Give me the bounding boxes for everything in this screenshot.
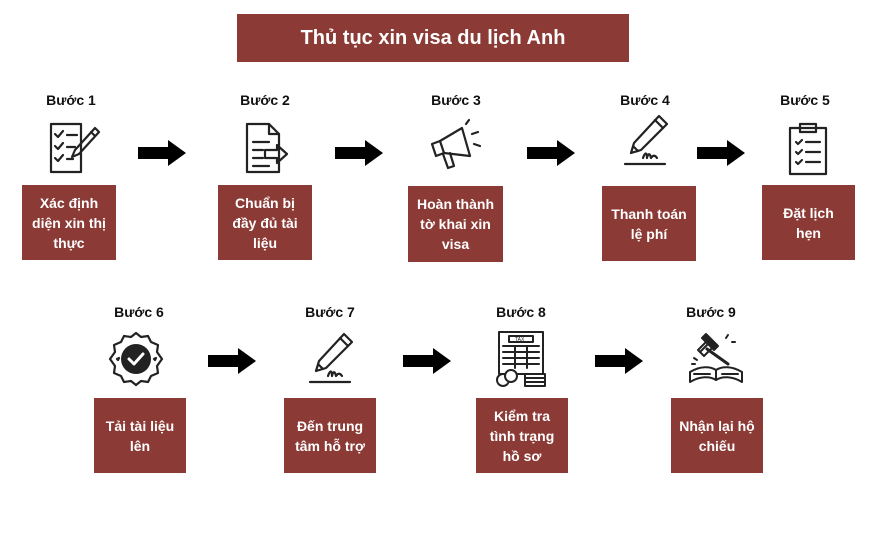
step-4-label: Bước 4 (620, 92, 670, 108)
step-6-box: Tải tài liệu lên (94, 398, 186, 473)
step-4-box: Thanh toán lệ phí (602, 186, 696, 261)
step-5-label: Bước 5 (780, 92, 830, 108)
step-3-box: Hoàn thành tờ khai xin visa (408, 186, 503, 262)
page-title: Thủ tục xin visa du lịch Anh (237, 14, 629, 62)
step-3-label: Bước 3 (431, 92, 481, 108)
arrow-right-icon (335, 140, 383, 166)
pen-signature-icon (623, 114, 669, 166)
document-arrow-icon (245, 122, 289, 174)
pen-signature-icon (308, 332, 354, 384)
step-2-box: Chuẩn bị đầy đủ tài liệu (218, 185, 312, 260)
svg-text:TAX: TAX (515, 337, 525, 343)
step-7-box: Đến trung tâm hỗ trợ (284, 398, 376, 473)
arrow-right-icon (697, 140, 745, 166)
step-9-box: Nhận lại hộ chiếu (671, 398, 763, 473)
arrow-right-icon (527, 140, 575, 166)
step-5-box: Đặt lịch hẹn (762, 185, 855, 260)
badge-check-icon (108, 331, 164, 387)
step-1-label: Bước 1 (46, 92, 96, 108)
arrow-right-icon (595, 348, 643, 374)
tax-document-icon: TAX (496, 331, 546, 387)
step-6-label: Bước 6 (114, 304, 164, 320)
arrow-right-icon (138, 140, 186, 166)
step-1-box: Xác định diện xin thị thực (22, 185, 116, 260)
step-9-label: Bước 9 (686, 304, 736, 320)
arrow-right-icon (208, 348, 256, 374)
checklist-pen-icon (49, 122, 101, 174)
megaphone-icon (430, 118, 482, 170)
clipboard-icon (788, 122, 828, 176)
step-7-label: Bước 7 (305, 304, 355, 320)
step-2-label: Bước 2 (240, 92, 290, 108)
arrow-right-icon (403, 348, 451, 374)
step-8-box: Kiểm tra tình trạng hồ sơ (476, 398, 568, 473)
step-8-label: Bước 8 (496, 304, 546, 320)
gavel-book-icon (689, 333, 743, 383)
